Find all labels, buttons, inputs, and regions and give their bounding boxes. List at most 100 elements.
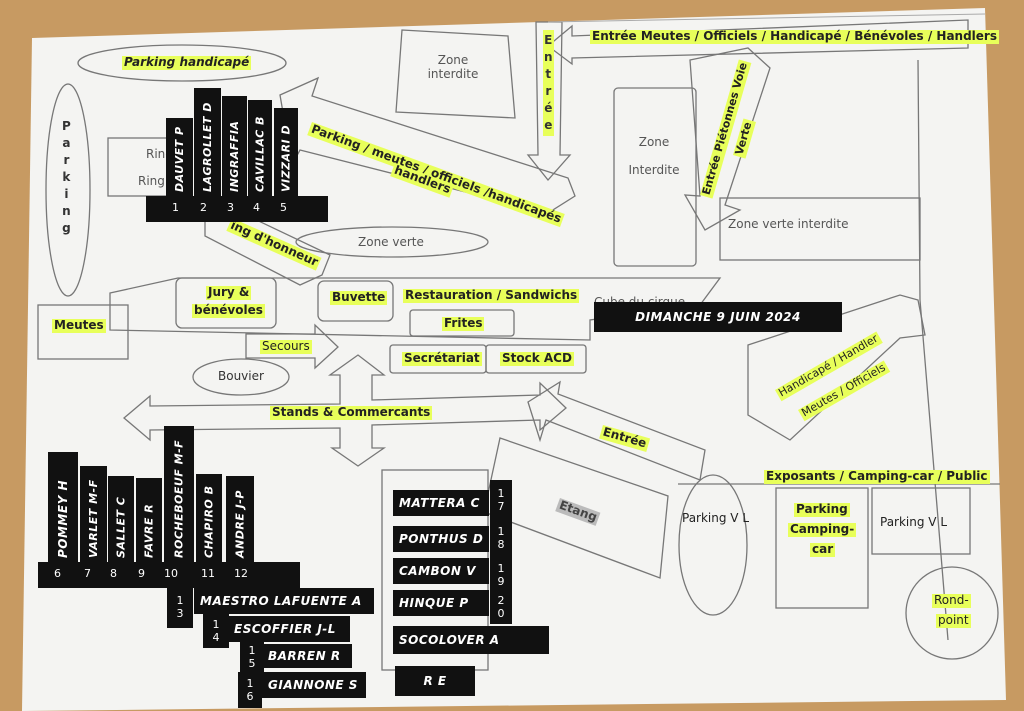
entree-letter: E bbox=[544, 33, 553, 47]
arrow-entree-vertical bbox=[526, 21, 572, 182]
label-parking-camping-2: Camping- bbox=[788, 522, 857, 537]
stand-5-number: 5 bbox=[280, 201, 287, 214]
arrow-entree bbox=[527, 380, 706, 481]
parking-letter: a bbox=[62, 136, 71, 150]
stand-11-name: CHAPIRO B bbox=[196, 474, 222, 562]
parking-letter: g bbox=[62, 221, 71, 235]
label-stands: Stands & Commercants bbox=[270, 405, 433, 420]
stand-19-name: CAMBON V bbox=[393, 558, 489, 584]
jury-box bbox=[175, 277, 277, 329]
label-zone-interdite-right: Zone Interdite bbox=[628, 135, 680, 177]
stand-8-name: SALLET C bbox=[108, 476, 134, 562]
stand-11-number: 11 bbox=[201, 567, 215, 580]
parking-letter: i bbox=[64, 187, 69, 201]
rond-point-circle bbox=[905, 566, 999, 660]
label-stock: Stock ACD bbox=[500, 351, 574, 366]
zone-interdite-right bbox=[613, 87, 697, 267]
ellipse-bouvier bbox=[192, 358, 290, 396]
etang-box bbox=[483, 437, 669, 579]
label-parking-handicape: Parking handicapé bbox=[122, 55, 252, 70]
arrow-handicape bbox=[747, 294, 926, 441]
label-parking-vl-2: Parking V L bbox=[880, 515, 948, 529]
label-parking-vl-1: Parking V L bbox=[682, 511, 750, 525]
entree-letter: r bbox=[545, 84, 552, 98]
stands-left-numbers: 6 7 8 9 10 11 12 bbox=[38, 562, 300, 588]
stand-21-name: SOCOLOVER A bbox=[393, 626, 549, 654]
stand-20-name: HINQUE P bbox=[393, 590, 489, 616]
label-buvette: Buvette bbox=[330, 290, 388, 305]
buvette-box bbox=[317, 280, 394, 322]
label-rond-point-1: Rond- bbox=[932, 593, 971, 608]
stand-9-number: 9 bbox=[138, 567, 145, 580]
label-jury: Jury & bbox=[206, 285, 252, 300]
entree-letter: é bbox=[544, 101, 553, 115]
label-restauration: Restauration / Sandwichs bbox=[403, 288, 580, 303]
arrow-secours bbox=[245, 323, 339, 370]
stand-10-number: 10 bbox=[164, 567, 178, 580]
stand-12-number: 12 bbox=[234, 567, 248, 580]
stand-2-number: 2 bbox=[200, 201, 207, 214]
label-entree-meutes: Entrée Meutes / Officiels / Handicapé / … bbox=[590, 29, 999, 44]
stand-17-name: MATTERA C bbox=[393, 490, 489, 516]
stand-6-number: 6 bbox=[54, 567, 61, 580]
label-secretariat: Secrétariat bbox=[402, 351, 482, 366]
stock-box bbox=[485, 344, 587, 374]
parking-letter: k bbox=[62, 170, 71, 184]
stand-15-name: BARREN R bbox=[262, 644, 352, 668]
label-zone-verte: Zone verte bbox=[358, 235, 424, 249]
meutes-box bbox=[37, 304, 129, 360]
label-secours: Secours bbox=[260, 339, 312, 354]
stand-10-name: ROCHEBOEUF M-F bbox=[164, 426, 194, 562]
label-parking-camping-3: car bbox=[810, 542, 836, 557]
ellipse-zone-verte bbox=[295, 226, 489, 258]
stand-3-name: INGRAFFIA bbox=[222, 96, 247, 196]
stand-14-name: ESCOFFIER J-L bbox=[228, 616, 350, 642]
stand-2-name: LAGROLLET D bbox=[194, 88, 221, 196]
stand-13-name: MAESTRO LAFUENTE A bbox=[194, 588, 374, 614]
stand-4-name: CAVILLAC B bbox=[248, 100, 272, 196]
stand-8-number: 8 bbox=[110, 567, 117, 580]
stand-3-number: 3 bbox=[227, 201, 234, 214]
stand-6-name: POMMEY H bbox=[48, 452, 78, 562]
ellipse-parking-vl bbox=[678, 474, 748, 616]
ellipse-parking bbox=[45, 83, 91, 297]
label-exposants: Exposants / Camping-car / Public bbox=[764, 469, 990, 484]
stand-9-name: FAVRE R bbox=[136, 478, 162, 562]
stand-18-name: PONTHUS D bbox=[393, 526, 489, 552]
label-zone-interdite-top: Zone interdite bbox=[427, 53, 479, 81]
label-benevoles: bénévoles bbox=[192, 303, 265, 318]
label-bouvier: Bouvier bbox=[218, 369, 264, 383]
stand-22-name: R E bbox=[395, 666, 475, 696]
arrow-pietonnes bbox=[683, 47, 771, 231]
arrow-stands-cross bbox=[122, 354, 567, 467]
stand-7-name: VARLET M-F bbox=[80, 466, 107, 562]
frites-box bbox=[409, 309, 515, 337]
stands-top-numbers: 1 2 3 4 5 bbox=[146, 196, 328, 222]
parking-letter: n bbox=[62, 204, 71, 218]
stand-7-number: 7 bbox=[84, 567, 91, 580]
label-ring-2: Ring bbox=[138, 174, 165, 188]
stand-4-number: 4 bbox=[253, 201, 260, 214]
zone-interdite-top bbox=[395, 29, 516, 119]
entree-letter: n bbox=[544, 50, 553, 64]
stand-1-name: DAUVET P bbox=[166, 118, 193, 196]
label-rond-point-2: point bbox=[936, 613, 971, 628]
stand-16-name: GIANNONE S bbox=[262, 672, 366, 698]
stand-5-name: VIZZARI D bbox=[274, 108, 298, 196]
stand-12-name: ANDRE J-P bbox=[226, 476, 254, 562]
parking-vl-box bbox=[871, 487, 971, 555]
camping-box bbox=[775, 487, 869, 609]
stand-1-number: 1 bbox=[172, 201, 179, 214]
label-parking-camping-1: Parking bbox=[794, 502, 850, 517]
